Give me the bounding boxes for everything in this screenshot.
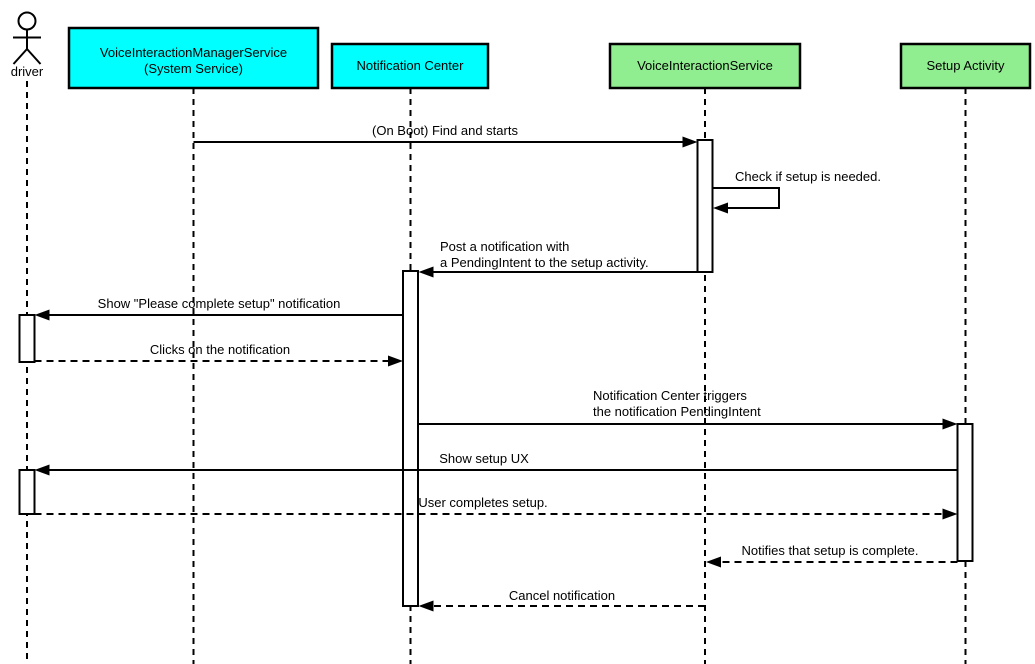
message-label-line1: Post a notification with — [440, 239, 569, 254]
message-check-if-setup-is-needed: Check if setup is needed. — [712, 169, 881, 214]
participant-setup-activity: Setup Activity — [899, 42, 1032, 90]
participant-notification-center: Notification Center — [330, 42, 490, 90]
message-arrowhead — [34, 309, 50, 321]
participant-label: VoiceInteractionService — [637, 58, 773, 73]
message-cancel-notification: Cancel notification — [418, 588, 705, 612]
participant-box — [899, 42, 1032, 90]
message-self-loop-line — [712, 187, 780, 209]
participant-label-line1: VoiceInteractionManagerService — [100, 45, 287, 60]
message-arrowhead — [34, 464, 50, 476]
message-clicks-on-the-notification: Clicks on the notification — [34, 342, 403, 367]
message-arrowhead — [388, 355, 403, 367]
actor-right-leg — [26, 48, 42, 65]
actor-head — [17, 11, 37, 31]
message-user-completes-setup: User completes setup. — [34, 495, 958, 520]
message-label: Notifies that setup is complete. — [741, 543, 918, 558]
participant-box — [67, 26, 320, 90]
message-label: Clicks on the notification — [150, 342, 290, 357]
message-on-boot-find-and-starts: (On Boot) Find and starts — [193, 123, 698, 148]
actor-left-leg — [12, 48, 28, 65]
message-arrowhead — [706, 556, 721, 568]
message-label: Show setup UX — [439, 451, 529, 466]
participant-voice-interaction-manager-service: VoiceInteractionManagerService (System S… — [67, 26, 320, 90]
message-label: Cancel notification — [509, 588, 615, 603]
message-label: Show "Please complete setup" notificatio… — [98, 296, 341, 311]
activation-bar-voice-interaction-service — [696, 139, 714, 273]
activation-bar-notification-center — [402, 270, 419, 607]
driver-actor-icon — [12, 11, 42, 65]
message-arrowhead — [682, 136, 698, 148]
activation-bar-setup-activity — [956, 423, 974, 562]
message-notification-center-triggers-pendingintent: Notification Center triggers the notific… — [418, 388, 958, 430]
activation-bar-driver-2 — [18, 469, 36, 515]
message-post-notification-with-pendingintent: Post a notification with a PendingIntent… — [418, 239, 711, 278]
participant-label: Notification Center — [357, 58, 465, 73]
message-arrowhead — [418, 600, 434, 612]
message-label: (On Boot) Find and starts — [372, 123, 518, 138]
activation-bar-driver-1 — [18, 314, 36, 363]
participant-label-line2: (System Service) — [144, 61, 243, 76]
message-arrowhead — [942, 508, 958, 520]
message-arrowhead — [713, 202, 728, 214]
participant-label: Setup Activity — [926, 58, 1005, 73]
participant-label-driver: driver — [11, 64, 44, 79]
message-label-line2: a PendingIntent to the setup activity. — [440, 255, 649, 270]
message-label: User completes setup. — [418, 495, 547, 510]
message-show-please-complete-setup-notification: Show "Please complete setup" notificatio… — [34, 296, 403, 321]
message-notifies-setup-is-complete: Notifies that setup is complete. — [706, 543, 958, 568]
participant-box — [608, 42, 802, 90]
message-label-line2: the notification PendingIntent — [593, 404, 761, 419]
message-show-setup-ux: Show setup UX — [34, 451, 958, 476]
message-arrowhead — [418, 266, 434, 278]
participant-voice-interaction-service: VoiceInteractionService — [608, 42, 802, 90]
message-label-line1: Notification Center triggers — [593, 388, 747, 403]
message-arrowhead — [942, 418, 958, 430]
participant-box — [330, 42, 490, 90]
message-label: Check if setup is needed. — [735, 169, 881, 184]
